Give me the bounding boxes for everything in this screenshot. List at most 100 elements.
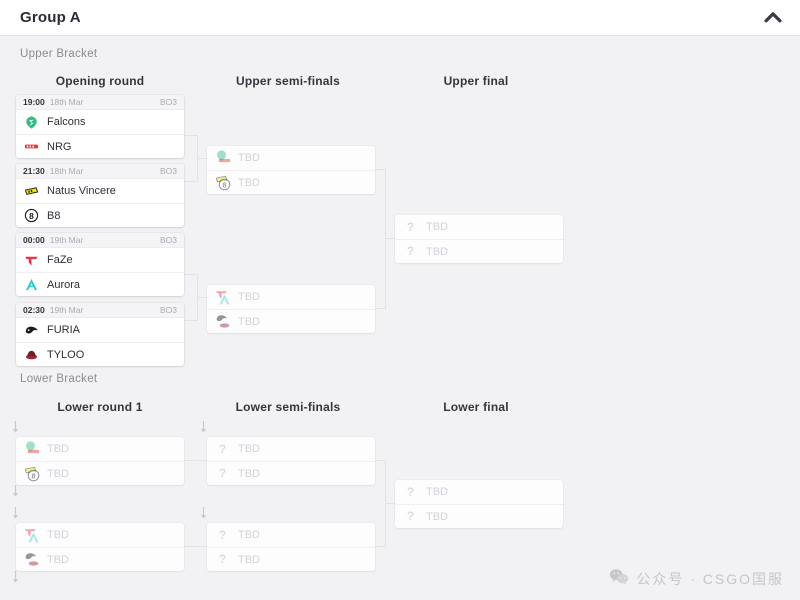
- team-row[interactable]: TBD: [207, 309, 375, 333]
- connector: [385, 238, 395, 239]
- chevron-up-icon[interactable]: [762, 9, 784, 27]
- team-row[interactable]: 8 TBD: [207, 170, 375, 194]
- team-name: TBD: [47, 443, 69, 455]
- match-card[interactable]: 02:30 19th Mar BO3 FURIA TYLOO: [16, 303, 184, 366]
- team-name: TBD: [47, 553, 69, 566]
- team-row[interactable]: TBD: [207, 146, 375, 170]
- connector: [197, 297, 207, 298]
- team-row[interactable]: ? TBD: [395, 504, 563, 528]
- match-card[interactable]: TBD 8 TBD: [207, 146, 375, 194]
- team-row[interactable]: TBD: [16, 547, 184, 571]
- match-meta: 19:00 18th Mar BO3: [16, 95, 184, 110]
- drop-arrow-icon: [11, 570, 20, 584]
- match-card[interactable]: TBD 8 TBD: [16, 437, 184, 485]
- navi-b8-stack-icon: 8: [215, 175, 231, 191]
- group-header: Group A: [0, 0, 800, 36]
- drop-arrow-icon: [11, 484, 20, 498]
- team-name: FaZe: [47, 254, 73, 266]
- question-icon: ?: [406, 509, 415, 523]
- question-icon: ?: [218, 552, 227, 566]
- connector: [184, 274, 198, 275]
- match-card[interactable]: 19:00 18th Mar BO3 Falcons NRG: [16, 95, 184, 158]
- match-card[interactable]: TBD TBD: [207, 285, 375, 333]
- team-row[interactable]: TBD: [207, 285, 375, 309]
- tyloo-logo: [24, 347, 39, 362]
- team-name: TBD: [238, 467, 260, 480]
- question-icon: ?: [406, 484, 415, 499]
- falcons-nrg-stack-icon: [215, 149, 231, 166]
- team-row[interactable]: ? TBD: [395, 239, 563, 263]
- match-date: 19th Mar: [49, 305, 84, 315]
- team-row[interactable]: FaZe: [16, 248, 184, 272]
- team-row[interactable]: 8 TBD: [16, 461, 184, 485]
- team-name: TBD: [426, 221, 448, 233]
- team-row[interactable]: ? TBD: [207, 547, 375, 571]
- connector: [184, 460, 207, 461]
- drop-arrow-icon: [11, 420, 20, 434]
- aurora-logo: [24, 277, 39, 292]
- match-format: BO3: [159, 97, 177, 107]
- match-card[interactable]: 00:00 19th Mar BO3 FaZe Aurora: [16, 233, 184, 296]
- question-icon: ?: [218, 527, 227, 542]
- match-format: BO3: [159, 305, 177, 315]
- match-card[interactable]: ? TBD ? TBD: [395, 480, 563, 528]
- team-row[interactable]: ? TBD: [207, 461, 375, 485]
- team-row[interactable]: TYLOO: [16, 342, 184, 366]
- match-card[interactable]: TBD TBD: [16, 523, 184, 571]
- team-row[interactable]: ? TBD: [207, 523, 375, 547]
- team-name: FURIA: [47, 324, 80, 336]
- nrg-logo: [24, 139, 39, 154]
- team-row[interactable]: ? TBD: [395, 480, 563, 504]
- match-time: 00:00: [23, 235, 45, 245]
- match-card[interactable]: 21:30 18th Mar BO3 Natus Vincere 8 B8: [16, 164, 184, 227]
- b8-logo: 8: [24, 208, 39, 223]
- furia-tyloo-stack-icon: [24, 552, 39, 567]
- connector: [184, 546, 207, 547]
- svg-text:8: 8: [222, 180, 226, 189]
- team-row[interactable]: TBD: [16, 523, 184, 547]
- team-name: Aurora: [47, 278, 81, 291]
- team-name: TBD: [47, 529, 69, 541]
- team-name: TBD: [426, 510, 448, 523]
- connector: [197, 158, 207, 159]
- team-name: TBD: [238, 291, 260, 303]
- round-label-opening: Opening round: [55, 74, 145, 88]
- furia-tyloo-stack-icon: [215, 314, 230, 329]
- question-icon: ?: [406, 244, 415, 258]
- connector: [184, 135, 198, 136]
- watermark-text: 公众号 · CSGO国服: [636, 571, 784, 587]
- team-name: TBD: [238, 529, 260, 541]
- wechat-icon: [609, 568, 629, 590]
- team-name: TBD: [47, 467, 69, 480]
- team-row[interactable]: 8 B8: [16, 203, 184, 227]
- team-row[interactable]: ? TBD: [207, 437, 375, 461]
- team-name: TBD: [238, 553, 260, 566]
- match-time: 19:00: [23, 97, 45, 107]
- round-label-upper-final: Upper final: [443, 74, 509, 88]
- match-card[interactable]: ? TBD ? TBD: [395, 215, 563, 263]
- match-meta: 02:30 19th Mar BO3: [16, 303, 184, 318]
- team-name: NRG: [47, 140, 72, 153]
- team-row[interactable]: ? TBD: [395, 215, 563, 239]
- question-icon: ?: [218, 441, 227, 456]
- page-title: Group A: [20, 9, 81, 26]
- match-time: 02:30: [23, 305, 45, 315]
- faze-aurora-stack-icon: [215, 290, 230, 305]
- match-time: 21:30: [23, 166, 45, 176]
- match-date: 18th Mar: [49, 166, 84, 176]
- drop-arrow-icon: [199, 420, 208, 434]
- falcons-logo: [24, 115, 39, 130]
- round-label-lower-round-1: Lower round 1: [57, 400, 143, 414]
- connector: [372, 460, 386, 461]
- match-card[interactable]: ? TBD ? TBD: [207, 523, 375, 571]
- team-row[interactable]: TBD: [16, 437, 184, 461]
- question-icon: ?: [406, 219, 415, 234]
- match-card[interactable]: ? TBD ? TBD: [207, 437, 375, 485]
- team-row[interactable]: NRG: [16, 134, 184, 158]
- team-row[interactable]: Aurora: [16, 272, 184, 296]
- team-row[interactable]: Falcons: [16, 110, 184, 134]
- team-row[interactable]: FURIA: [16, 318, 184, 342]
- team-row[interactable]: Natus Vincere: [16, 179, 184, 203]
- team-name: TBD: [426, 245, 448, 258]
